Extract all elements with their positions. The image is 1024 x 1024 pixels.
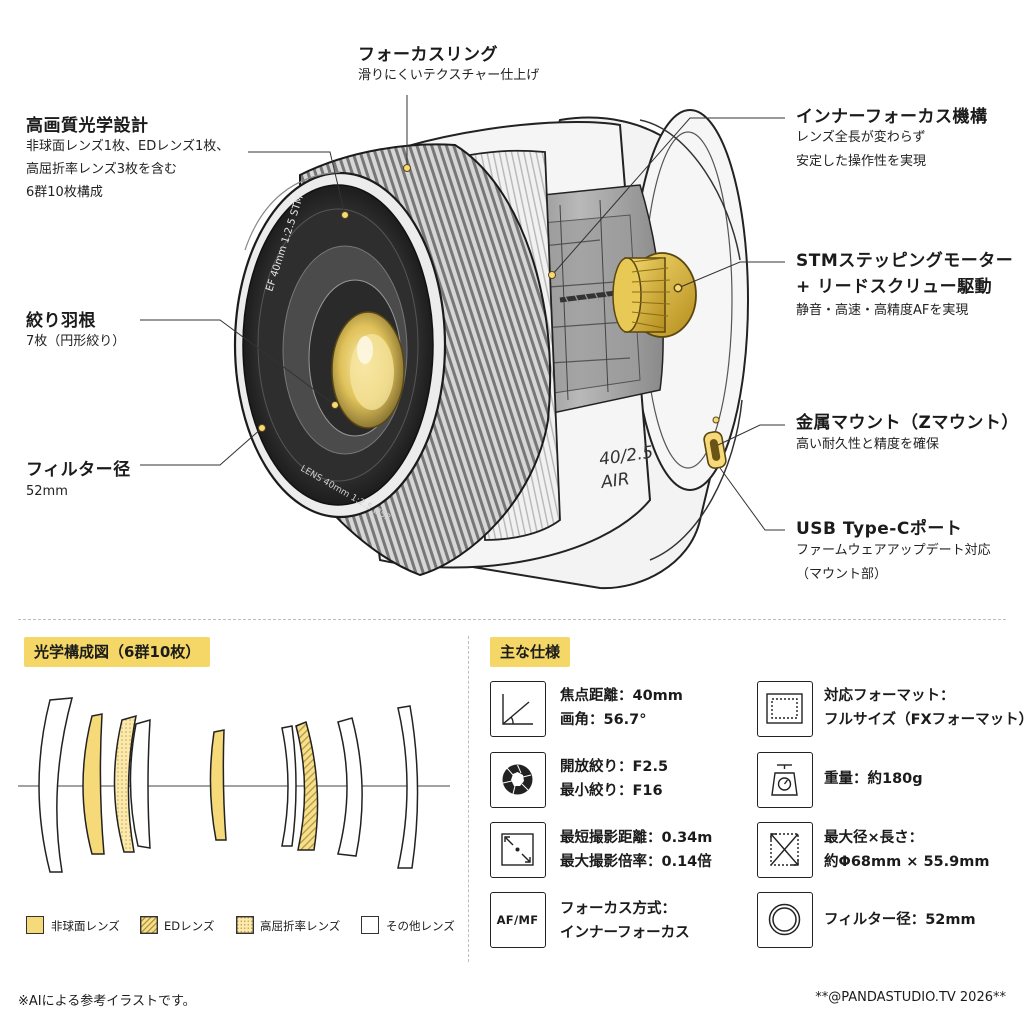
optical-diagram (18, 697, 450, 873)
spec-focal-length: 焦点距離：40mm (560, 688, 683, 704)
focal-angle-icon (490, 681, 546, 737)
af-mf-icon: AF/MF (490, 892, 546, 948)
inner-focus-line-2: 安定した操作性を実現 (796, 154, 927, 169)
footer-credit: **@PANDASTUDIO.TV 2026** (815, 990, 1006, 1005)
usb-line-2: （マウント部） (796, 567, 888, 582)
optical-design-line-2: 高屈折率レンズ3枚を含む (26, 162, 178, 177)
filter-size-title: フィルター径 (26, 460, 131, 480)
spec-focus-method-value: インナーフォーカス (560, 925, 690, 941)
mount-desc: 高い耐久性と精度を確保 (796, 437, 940, 452)
specs-section-title: 主な仕様 (490, 637, 571, 667)
aperture-blades-desc: 7枚（円形絞り） (26, 334, 126, 349)
focus-ring-desc: 滑りにくいテクスチャー仕上げ (358, 68, 540, 83)
aperture-blades-title: 絞り羽根 (26, 311, 96, 331)
spec-dimensions-value: 約Φ68mm × 55.9mm (824, 854, 990, 870)
spec-min-aperture: 最小絞り：F16 (560, 783, 663, 799)
legend-label-aspherical: 非球面レンズ (51, 919, 120, 933)
legend-swatch-ed (140, 916, 158, 934)
usb-line-1: ファームウェアアップデート対応 (796, 543, 991, 558)
spec-format-value: フルサイズ（FXフォーマット） (824, 712, 1024, 728)
focus-ring-title: フォーカスリング (358, 45, 498, 65)
column-divider (468, 636, 469, 962)
footer-disclaimer: ※AIによる参考イラストです。 (18, 994, 196, 1009)
model-air: AIR (599, 469, 631, 493)
spec-format-label: 対応フォーマット： (824, 688, 955, 704)
spec-dimensions-label: 最大径×長さ： (824, 830, 924, 846)
legend-swatch-other (361, 916, 379, 934)
format-frame-icon (757, 681, 813, 737)
inner-focus-line-1: レンズ全長が変わらず (796, 130, 926, 145)
dimensions-icon (757, 822, 813, 878)
scale-icon (757, 752, 813, 808)
optical-design-title: 高画質光学設計 (26, 116, 149, 136)
optical-design-line-1: 非球面レンズ1枚、EDレンズ1枚、 (26, 139, 230, 154)
optical-design-line-3: 6群10枚構成 (26, 185, 103, 200)
optics-section-title: 光学構成図（6群10枚） (24, 637, 211, 667)
legend-swatch-high-refraction (236, 916, 254, 934)
inner-focus-title: インナーフォーカス機構 (796, 107, 988, 127)
stm-desc: 静音・高速・高精度AFを実現 (796, 303, 969, 318)
lens-illustration: 40/2.5 AIR EF 40mm 1:2.5 STM LENS 40mm 1… (140, 95, 785, 590)
legend-swatch-aspherical (26, 916, 44, 934)
legend-label-ed: EDレンズ (164, 919, 215, 933)
spec-weight: 重量：約180g (824, 771, 923, 787)
spec-max-aperture: 開放絞り：F2.5 (560, 759, 669, 775)
aperture-icon (490, 752, 546, 808)
spec-min-distance: 最短撮影距離：0.34m (560, 830, 713, 846)
mount-title: 金属マウント（Zマウント） (796, 413, 1019, 433)
legend-label-high-refraction: 高屈折率レンズ (260, 919, 341, 933)
spec-filter-size: フィルター径：52mm (824, 912, 976, 928)
section-divider (18, 619, 1006, 620)
stm-title-2: + リードスクリュー駆動 (796, 277, 993, 297)
min-focus-icon (490, 822, 546, 878)
spec-angle-of-view: 画角：56.7° (560, 712, 647, 728)
spec-max-magnification: 最大撮影倍率：0.14倍 (560, 854, 712, 870)
legend-label-other: その他レンズ (386, 919, 455, 933)
filter-size-desc: 52mm (26, 484, 68, 499)
spec-focus-method-label: フォーカス方式： (560, 901, 676, 917)
stm-motor (612, 252, 697, 338)
af-mf-icon-text: AF/MF (496, 912, 539, 927)
usb-title: USB Type-Cポート (796, 519, 963, 539)
filter-ring-icon (757, 892, 813, 948)
stm-title-1: STMステッピングモーター (796, 251, 1014, 271)
